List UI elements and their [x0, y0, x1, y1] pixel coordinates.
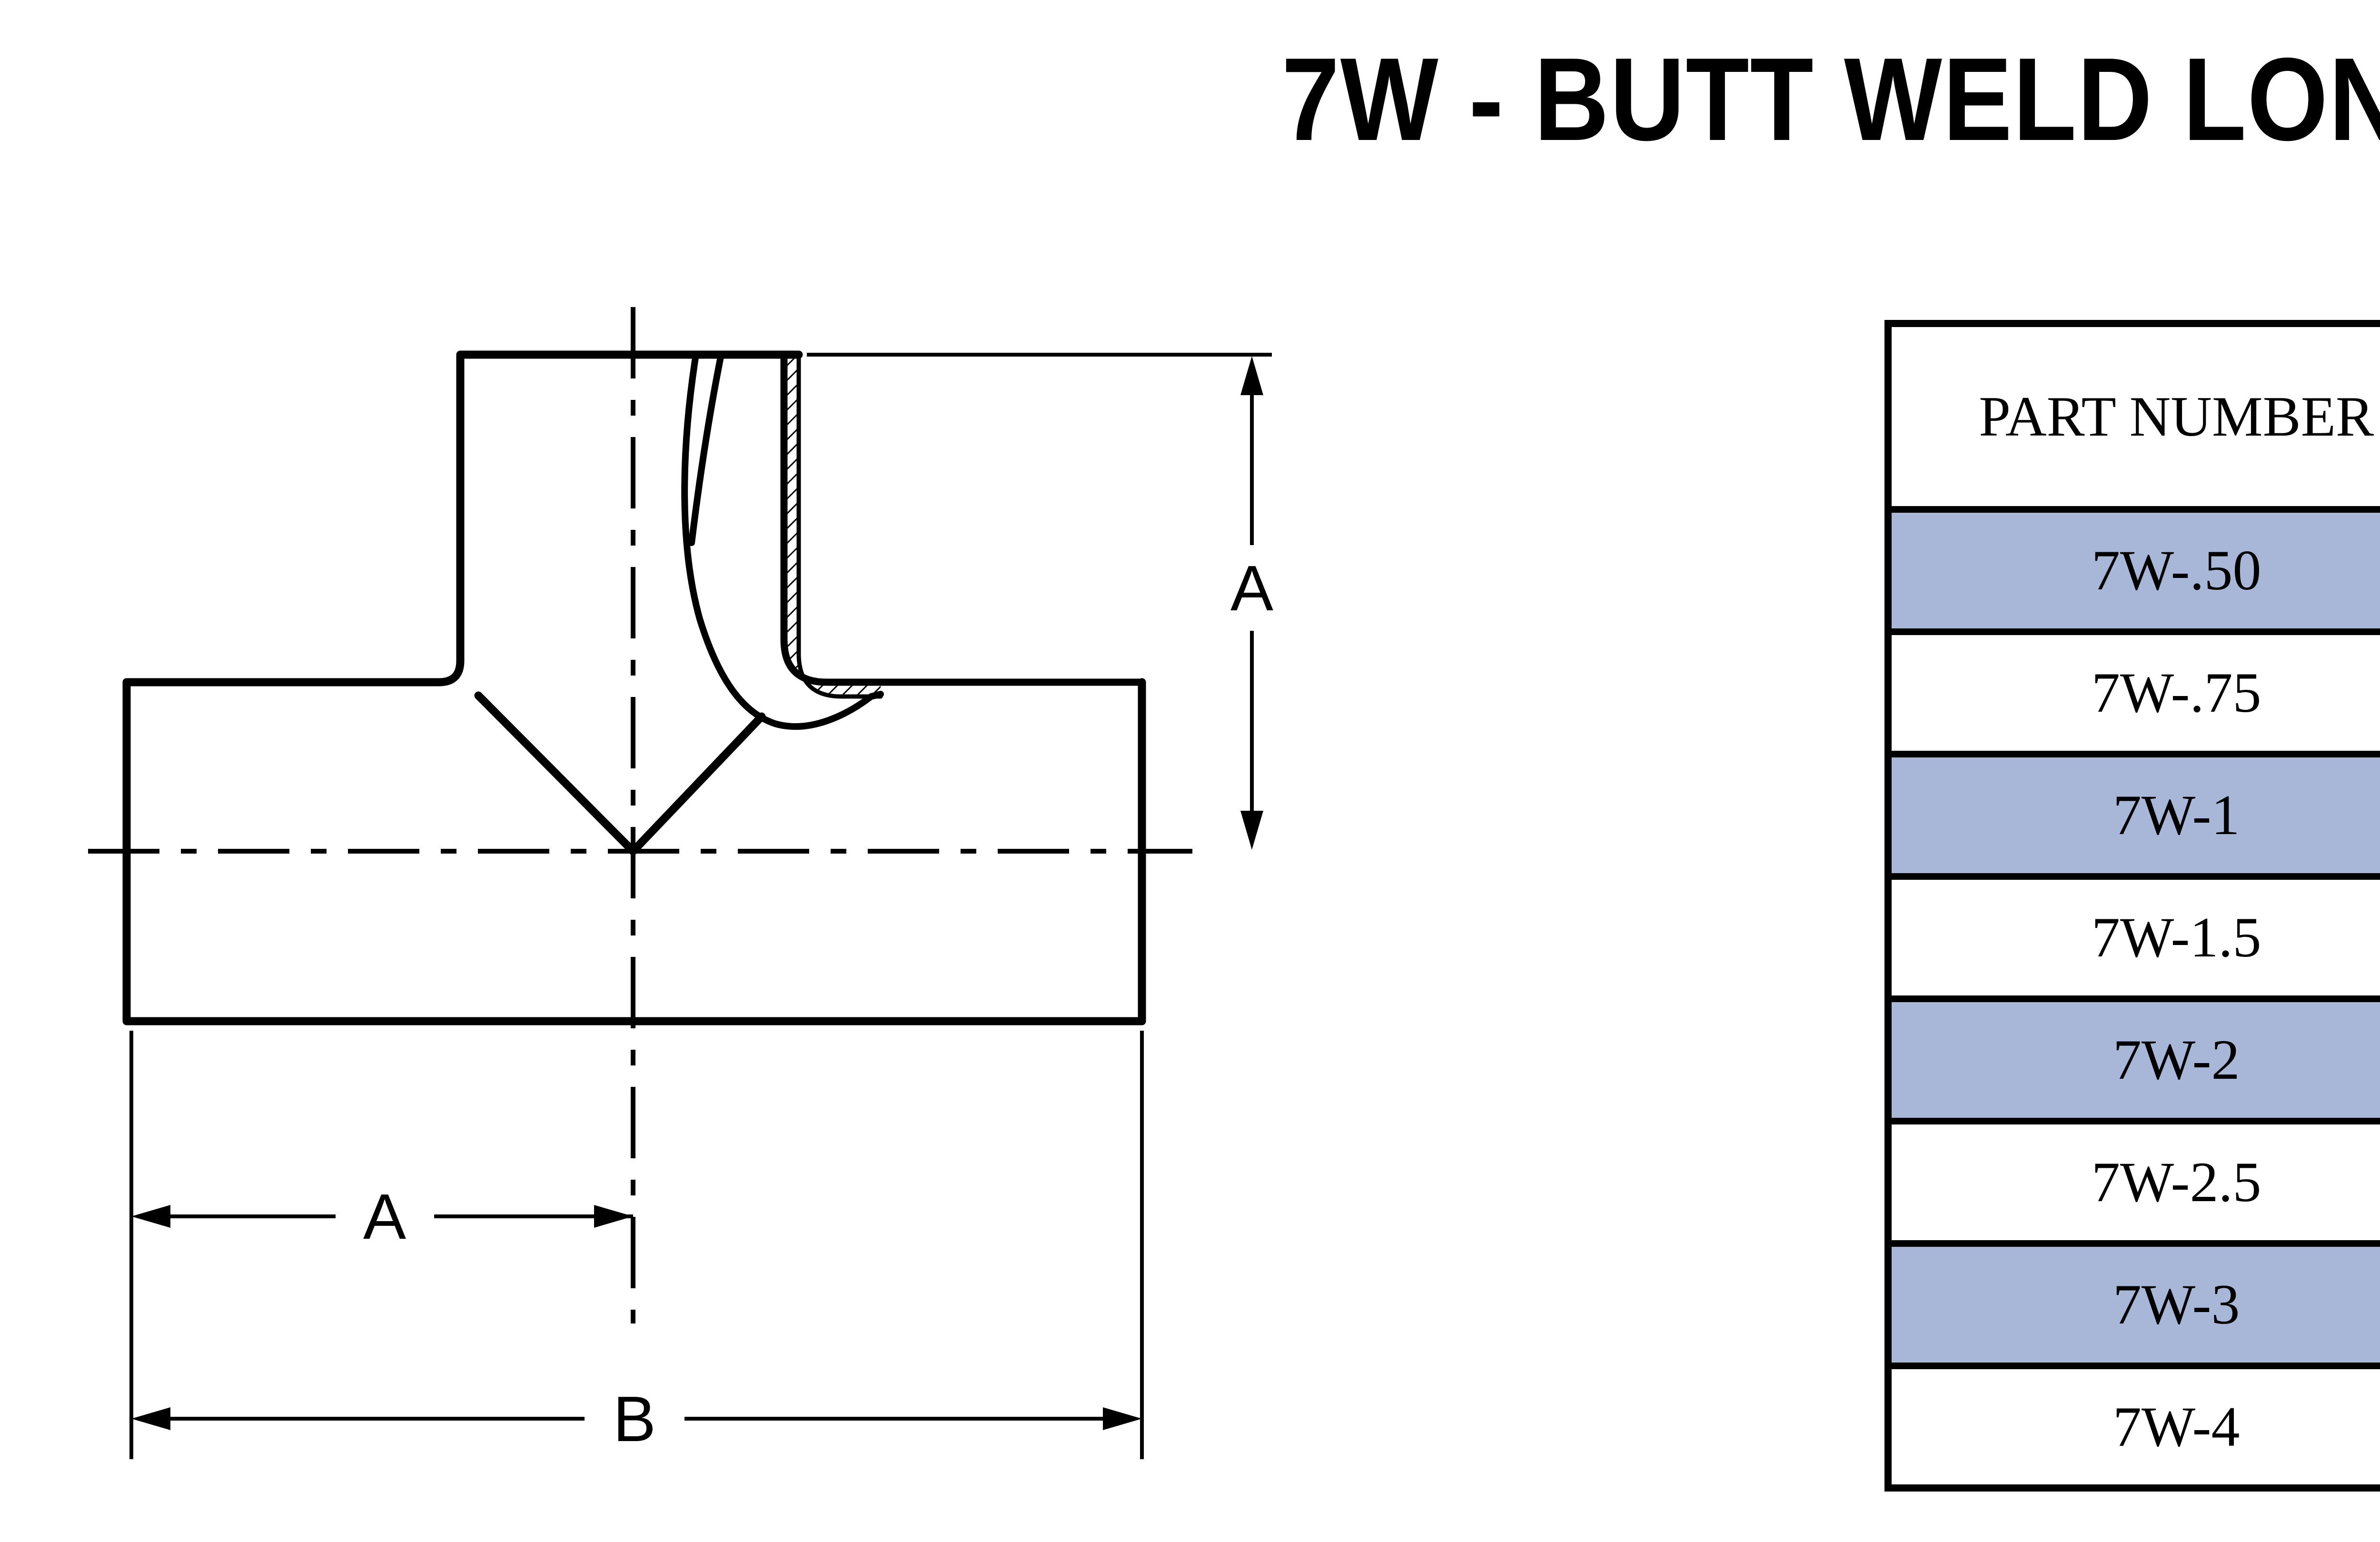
- branch-outline: [122, 350, 803, 686]
- column-header-part-number: PART NUMBER: [1885, 320, 2380, 513]
- table-row: 7W-223.0006.000: [1885, 995, 2380, 1124]
- weld-curve-secondary: [688, 351, 724, 546]
- arrowhead-left: [131, 1205, 170, 1228]
- run-outline: [122, 678, 1146, 1025]
- table-row: 7W-443.8757.750: [1885, 1362, 2380, 1492]
- arrowhead-right: [594, 1205, 633, 1228]
- table-row: 7W-.501/21.8753.750: [1885, 506, 2380, 635]
- page-title: 7W - BUTT WELD LONG TEE: [1281, 33, 2380, 165]
- table-row: 7W-2.52-1/23.0006.000: [1885, 1117, 2380, 1247]
- part-number-cell: 7W-3: [1885, 1240, 2380, 1369]
- dimension-a-horizontal: A: [129, 1031, 633, 1459]
- arrowhead-right: [1103, 1407, 1142, 1430]
- branch-wall-inner-line: [780, 351, 1146, 686]
- wall-section-hatch: [784, 355, 881, 696]
- part-number-cell: 7W-4: [1885, 1362, 2380, 1492]
- dimension-b-horizontal: B: [131, 1031, 1144, 1459]
- part-number-cell: 7W-2: [1885, 995, 2380, 1124]
- column-label: PART NUMBER: [1979, 384, 2374, 448]
- centerlines: [88, 307, 1192, 1323]
- part-number-cell: 7W-.75: [1885, 628, 2380, 757]
- dimension-spec-table: PART NUMBER SIZE (inches) A (inches) B (…: [1884, 320, 2380, 1492]
- dimension-label-a-vertical: A: [1230, 552, 1273, 624]
- tee-diagram-svg: A A B: [88, 307, 1273, 1459]
- arrowhead-up: [1240, 356, 1263, 395]
- table-row: 7W-.753/41.8753.750: [1885, 628, 2380, 757]
- part-number-cell: 7W-2.5: [1885, 1117, 2380, 1247]
- part-number-cell: 7W-.50: [1885, 506, 2380, 635]
- arrowhead-left: [131, 1407, 170, 1430]
- table-header-row: PART NUMBER SIZE (inches) A (inches) B (…: [1885, 320, 2380, 513]
- branch-wall-outer-line: [796, 352, 883, 699]
- dimension-a-vertical: A: [807, 353, 1273, 850]
- arrowhead-down: [1240, 811, 1263, 850]
- tee-technical-drawing: A A B: [71, 295, 1309, 1495]
- part-number-cell: 7W-1.5: [1885, 873, 2380, 1002]
- dimension-label-a-horizontal: A: [363, 1181, 406, 1253]
- spec-table-body: 7W-.501/21.8753.7507W-.753/41.8753.7507W…: [1885, 506, 2380, 1492]
- v-weld-lines: [474, 691, 766, 856]
- table-row: 7W-111.8753.750: [1885, 750, 2380, 880]
- table-row: 7W-1.51-1/22.2504.500: [1885, 873, 2380, 1002]
- table-row: 7W-333.2506.500: [1885, 1240, 2380, 1369]
- part-number-cell: 7W-1: [1885, 750, 2380, 880]
- dimension-label-b-horizontal: B: [613, 1383, 656, 1455]
- weld-curve-main: [681, 351, 884, 730]
